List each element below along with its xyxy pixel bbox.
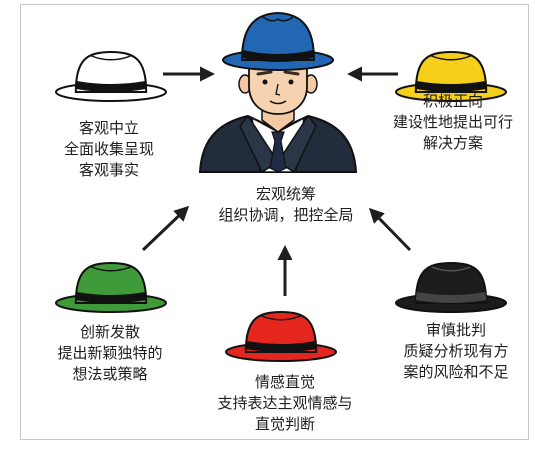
black-hat-line-2: 案的风险和不足 <box>403 363 509 381</box>
white-hat-line-2: 客观事实 <box>78 161 139 179</box>
white-hat-title: 客观中立 <box>78 119 139 137</box>
red-hat-label: 情感直觉 支持表达主观情感与 直觉判断 <box>200 372 370 435</box>
red-hat-title: 情感直觉 <box>254 373 315 391</box>
yellow-hat-label: 积极正向 建设性地提出可行 解决方案 <box>378 91 528 154</box>
red-hat-line-2: 直觉判断 <box>254 415 315 433</box>
white-hat-label: 客观中立 全面收集呈现 客观事实 <box>44 118 174 181</box>
center-role: 宏观统筹 <box>255 185 316 203</box>
blue-hat-icon <box>222 11 334 71</box>
tie <box>269 131 287 173</box>
arrows <box>141 66 412 296</box>
green-hat-label: 创新发散 提出新颖独特的 想法或策略 <box>40 322 180 385</box>
green-hat-line-1: 提出新颖独特的 <box>57 344 163 362</box>
center-label: 宏观统筹 组织协调，把控全局 <box>206 184 366 226</box>
yellow-hat-title: 积极正向 <box>422 92 483 110</box>
black-hat-icon <box>395 261 507 313</box>
white-hat-line-1: 全面收集呈现 <box>63 140 154 158</box>
green-hat-title: 创新发散 <box>79 323 140 341</box>
black-hat-title: 审慎批判 <box>425 321 486 339</box>
red-hat-icon <box>225 310 337 362</box>
yellow-hat-line-2: 解决方案 <box>422 134 483 152</box>
red-hat-line-1: 支持表达主观情感与 <box>217 394 353 412</box>
green-hat-line-2: 想法或策略 <box>72 365 148 383</box>
yellow-hat-line-1: 建设性地提出可行 <box>392 113 513 131</box>
center-desc: 组织协调，把控全局 <box>218 206 354 224</box>
yellow-hat-icon <box>395 50 507 102</box>
arrow-green-to-center <box>141 205 190 252</box>
white-hat-icon <box>55 50 167 102</box>
manager-figure <box>198 11 358 174</box>
black-hat-label: 审慎批判 质疑分析现有方 案的风险和不足 <box>386 320 526 383</box>
green-hat-icon <box>55 261 167 313</box>
arrow-black-to-center <box>368 207 412 252</box>
black-hat-line-1: 质疑分析现有方 <box>403 342 509 360</box>
